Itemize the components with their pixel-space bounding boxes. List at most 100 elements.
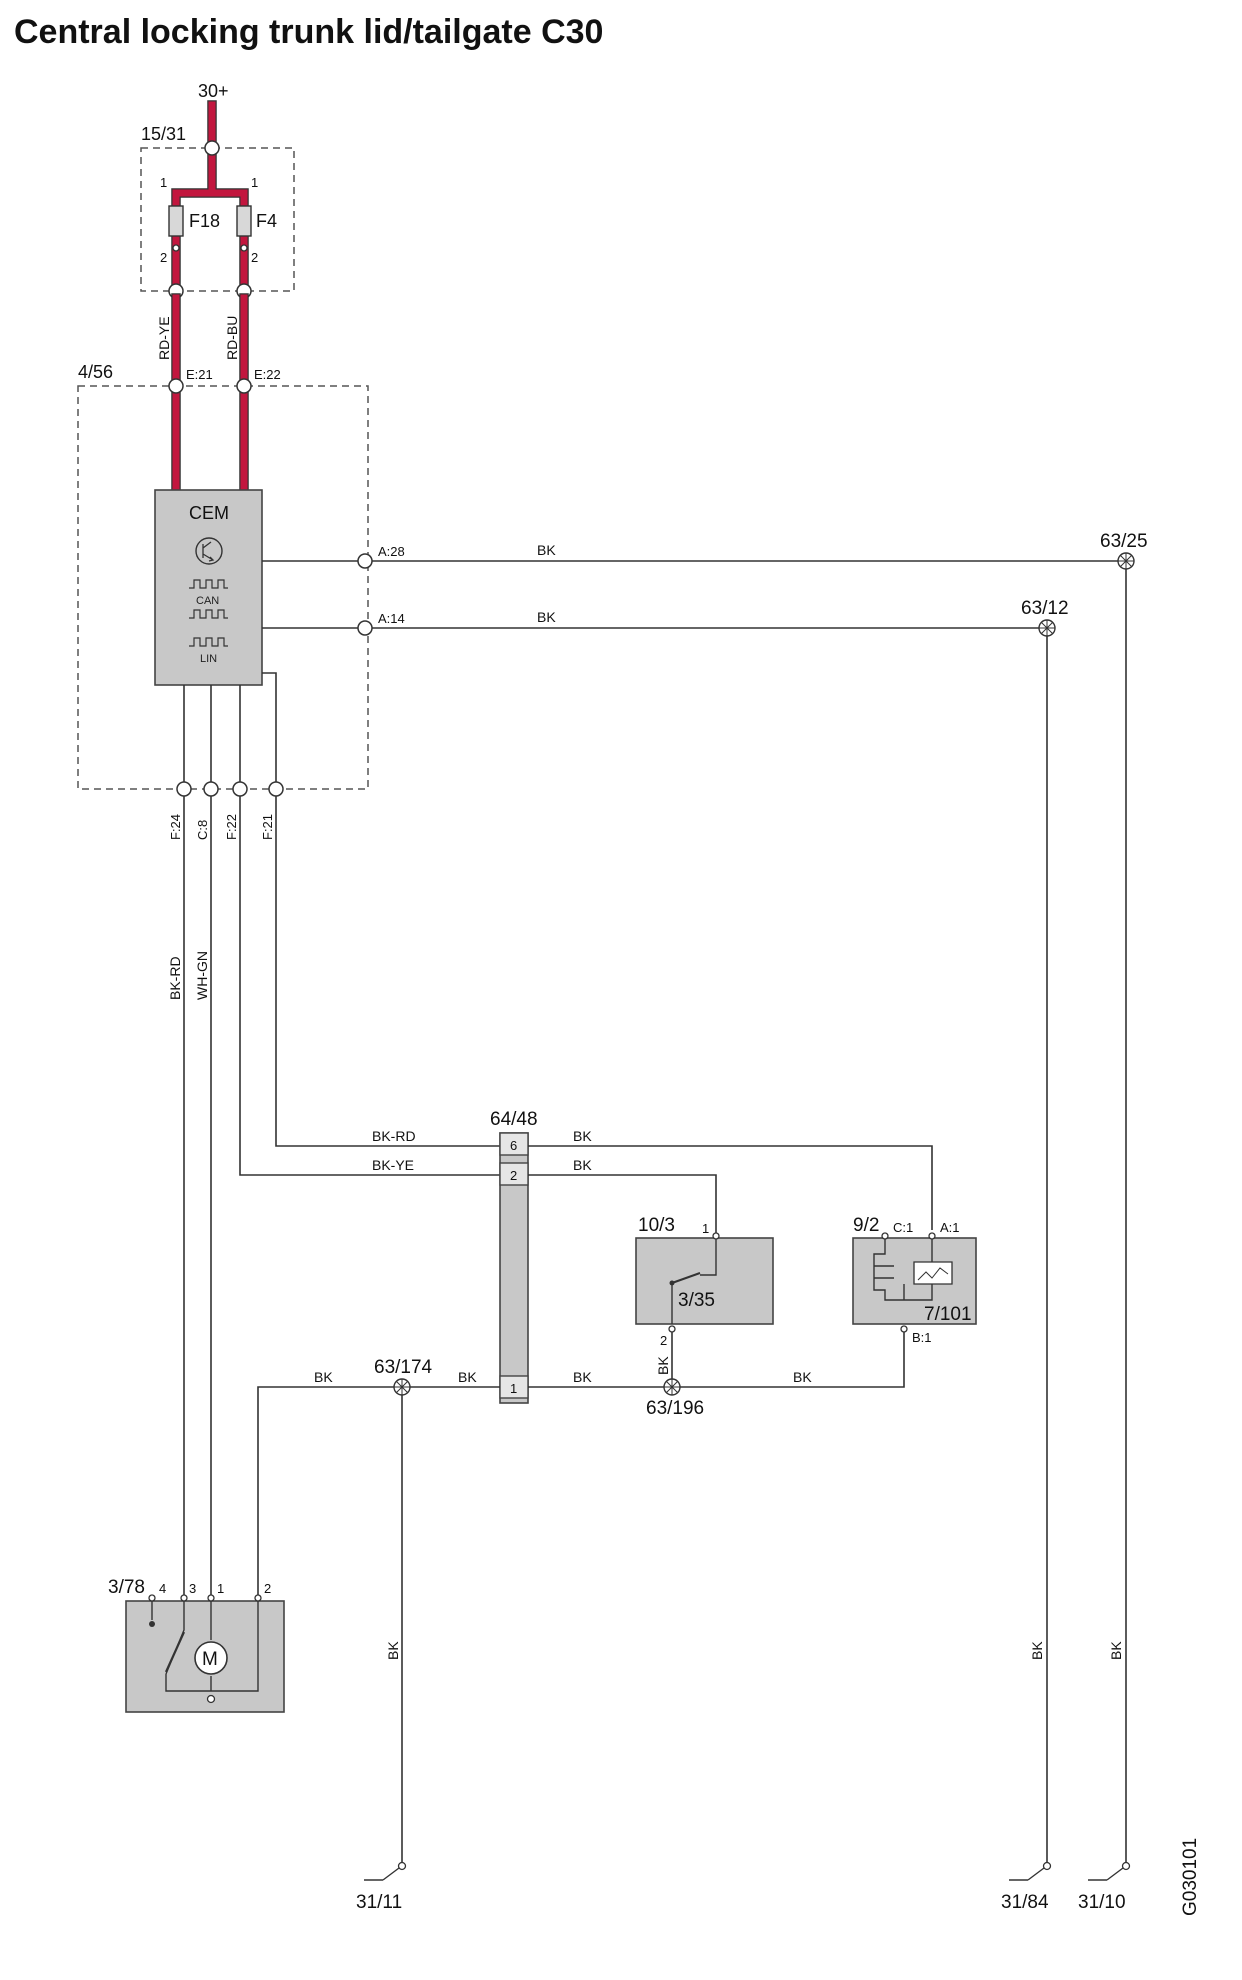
switch-ground-color: BK <box>655 1356 671 1375</box>
motor-pin-3-terminal <box>180 1594 188 1602</box>
motor-pin-4-terminal <box>148 1594 156 1602</box>
motor-box-id: 3/78 <box>108 1577 145 1598</box>
switch-pin-1-terminal <box>712 1232 720 1240</box>
connector-a14 <box>357 620 373 636</box>
wire-motor-ground-color: BK <box>314 1369 333 1385</box>
unit-id: 7/101 <box>924 1304 972 1325</box>
switch-pin-1: 1 <box>702 1221 709 1236</box>
wire-63-12-color: BK <box>1029 1641 1045 1660</box>
ground-31-11-icon <box>364 1861 407 1881</box>
block-pin-2-cell <box>499 1162 529 1186</box>
block-output-wires <box>528 1145 933 1233</box>
connector-e21-label: E:21 <box>186 367 213 382</box>
heater-element-icon <box>873 1239 953 1301</box>
fuse-f4-terminal <box>240 244 248 252</box>
motor-label: M <box>202 1649 218 1670</box>
fuse-f18-pin1: 1 <box>160 175 167 190</box>
fuse-f18-label: F18 <box>189 211 220 231</box>
cem-box <box>154 489 263 686</box>
splice-63-174-symbol <box>393 1378 411 1396</box>
connector-c8-label: C:8 <box>195 820 210 840</box>
fuse-f4-label: F4 <box>256 211 277 231</box>
fuse-f18-symbol <box>168 205 184 237</box>
switch-box-id: 10/3 <box>638 1215 675 1236</box>
unit-ground-color: BK <box>793 1369 812 1385</box>
lin-label: LIN <box>200 653 217 665</box>
connector-e22 <box>236 378 252 394</box>
connector-a28-label: A:28 <box>378 544 405 559</box>
connector-a28 <box>357 553 373 569</box>
splice-63-196-label: 63/196 <box>646 1398 704 1419</box>
unit-b1-label: B:1 <box>912 1330 932 1345</box>
fuse-f18-pin2: 2 <box>160 250 167 265</box>
unit-c1-label: C:1 <box>893 1220 913 1235</box>
cem-name: CEM <box>189 503 229 523</box>
wire-block-6-color: BK <box>573 1128 592 1144</box>
splice-63-25-label: 63/25 <box>1100 531 1148 552</box>
connector-f24-label: F:24 <box>168 814 183 840</box>
block-pin-6-cell <box>499 1132 529 1156</box>
ground-31-11-color: BK <box>385 1641 401 1660</box>
connector-a14-label: A:14 <box>378 611 405 626</box>
block-pin-2: 2 <box>510 1168 517 1183</box>
wire-wh-gn-label: WH-GN <box>194 951 210 1000</box>
connector-block-id: 64/48 <box>490 1109 538 1130</box>
motor-icon <box>194 1641 228 1675</box>
lin-signal-icon <box>189 637 228 647</box>
wire-rd-bu-label: RD-BU <box>224 316 240 360</box>
cem-output-stubs <box>183 672 277 782</box>
motor-pin-3: 3 <box>189 1581 196 1596</box>
wire-bk-rd-label: BK-RD <box>372 1128 416 1144</box>
connector-f21-label: F:21 <box>260 814 275 840</box>
motor-signal-wires <box>183 796 212 1596</box>
connector-f22 <box>232 781 248 797</box>
switch-pin-2: 2 <box>660 1333 667 1348</box>
motor-pin-1: 1 <box>217 1581 224 1596</box>
splice-63-196-symbol <box>663 1378 681 1396</box>
block-input-wires <box>239 796 500 1176</box>
ground-31-84-label: 31/84 <box>1001 1892 1049 1913</box>
fuse-f18-terminal <box>172 244 180 252</box>
wire-block-2-color: BK <box>573 1157 592 1173</box>
fuse-f4-pin1: 1 <box>251 175 258 190</box>
can-signal-icon <box>189 579 228 619</box>
fuse-f4-pin2: 2 <box>251 250 258 265</box>
switch-box-10-3 <box>635 1237 774 1325</box>
fuse-f4-symbol <box>236 205 252 237</box>
drawing-id: G030101 <box>1180 1838 1201 1916</box>
wire-bk-rd-motor-label: BK-RD <box>167 956 183 1000</box>
cem-module-id: 4/56 <box>78 362 113 382</box>
connector-e21 <box>168 378 184 394</box>
wire-63-25-color: BK <box>1108 1641 1124 1660</box>
cem-power-wires <box>171 293 249 495</box>
connector-e22-label: E:22 <box>254 367 281 382</box>
ground-31-84-icon <box>1009 1861 1052 1881</box>
splice-63-25-symbol <box>1117 552 1135 570</box>
wire-bk-ye-label: BK-YE <box>372 1157 414 1173</box>
connector-c8 <box>203 781 219 797</box>
wire-block-1-left-color: BK <box>458 1369 477 1385</box>
splice-63-174-label: 63/174 <box>374 1357 433 1378</box>
cem-module-outline <box>77 385 369 790</box>
ground-wires-vertical <box>1046 569 1127 1862</box>
power-bus <box>171 143 249 295</box>
motor-pin-4: 4 <box>159 1581 166 1596</box>
connector-f24 <box>176 781 192 797</box>
wire-a28-color: BK <box>537 542 556 558</box>
unit-box-id: 9/2 <box>853 1215 879 1236</box>
supply-label: 30+ <box>198 81 229 101</box>
ground-31-11-label: 31/11 <box>356 1892 402 1913</box>
unit-ground-wire <box>680 1332 905 1388</box>
can-label: CAN <box>196 595 219 607</box>
switch-pin-2-terminal <box>668 1325 676 1333</box>
diagram-title: Central locking trunk lid/tailgate C30 <box>14 13 603 51</box>
wire-block-1-right-color: BK <box>573 1369 592 1385</box>
wire-rd-ye-label: RD-YE <box>156 316 172 360</box>
fuse-box-input-terminal <box>204 140 220 156</box>
unit-c1-terminal <box>881 1232 889 1240</box>
connector-f21 <box>268 781 284 797</box>
block-pin-6: 6 <box>510 1138 517 1153</box>
splice-63-12-symbol <box>1038 619 1056 637</box>
unit-a1-label: A:1 <box>940 1220 960 1235</box>
